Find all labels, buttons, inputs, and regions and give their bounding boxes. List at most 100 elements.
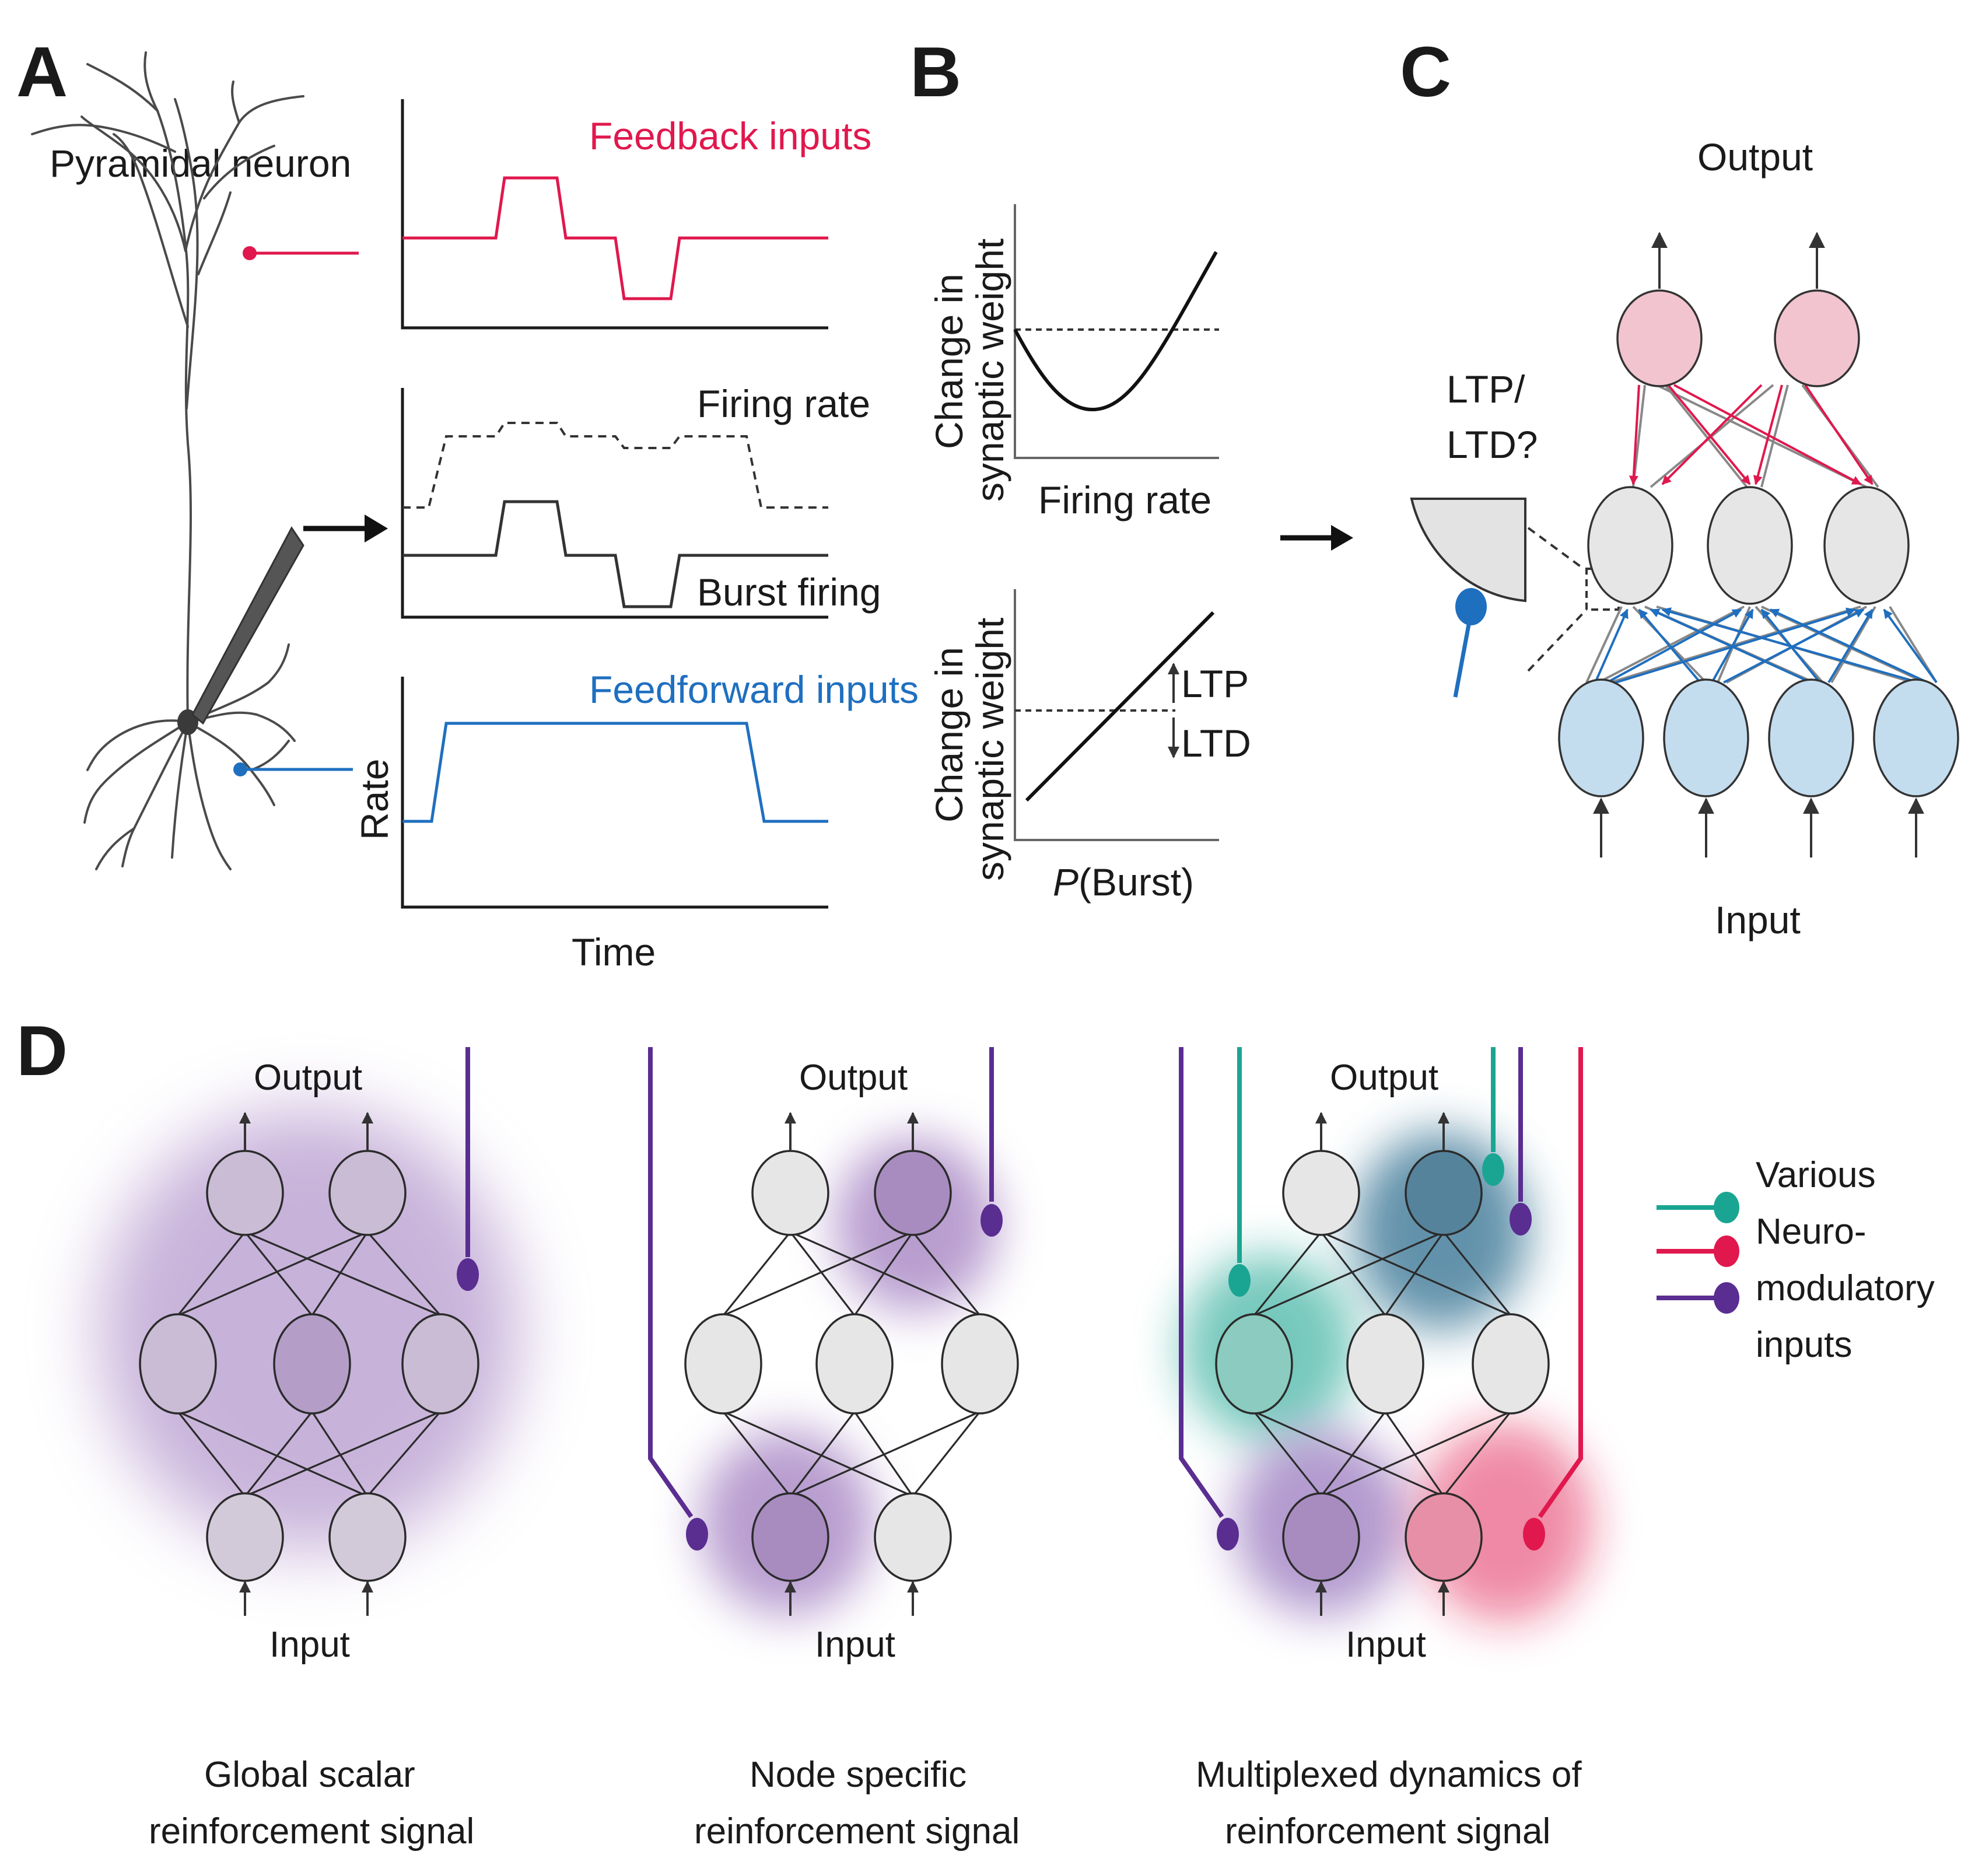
firing-rate-trace xyxy=(402,422,828,509)
d-network-global: Output Input Global scalar reinforcement… xyxy=(139,1047,479,1852)
neuron-label: Pyramidal neuron xyxy=(50,142,351,185)
zoom-dendrite xyxy=(1410,498,1526,603)
d-node xyxy=(139,1313,217,1415)
c-hidden-node xyxy=(1587,486,1673,605)
d-input-label: Input xyxy=(269,1625,350,1665)
c-output-node xyxy=(1774,289,1860,387)
b-top-ylabel-1: Change in xyxy=(927,274,971,449)
zoom-bouton xyxy=(1455,588,1487,625)
feedback-synapse-bouton xyxy=(243,246,257,260)
b-bottom-ylabel-1: Change in xyxy=(927,647,971,822)
d-caption-2b: reinforcement signal xyxy=(694,1811,1020,1852)
b-top-ylabel-2: synaptic weight xyxy=(968,239,1011,502)
zoom-axon xyxy=(1453,618,1472,698)
d-node xyxy=(1215,1313,1293,1415)
b-bottom-axes xyxy=(1014,589,1219,841)
feedback-trace xyxy=(402,176,828,300)
c-edges xyxy=(1585,232,1938,858)
panel-a: A Pyramidal neuron xyxy=(16,32,919,974)
c-input-node xyxy=(1873,678,1959,797)
panel-c-letter: C xyxy=(1400,32,1451,111)
c-output-node xyxy=(1616,289,1703,387)
d-node xyxy=(941,1313,1019,1415)
panel-b: B Change in synaptic weight Firing rate … xyxy=(910,32,1353,904)
c-nodes xyxy=(1558,289,1959,797)
ltp-label: LTP xyxy=(1181,662,1249,705)
d-input-label: Input xyxy=(815,1625,895,1665)
d-node xyxy=(1472,1313,1550,1415)
ltd-label: LTD xyxy=(1181,722,1251,765)
burst-firing-label: Burst firing xyxy=(697,570,881,614)
legend-purple-bouton xyxy=(1714,1282,1739,1314)
d-node xyxy=(751,1492,829,1582)
c-input-node xyxy=(1768,678,1854,797)
b-top-xlabel: Firing rate xyxy=(1038,478,1211,522)
d-caption-3b: reinforcement signal xyxy=(1225,1811,1550,1852)
d-output-label: Output xyxy=(1330,1058,1438,1098)
burst-plasticity-line xyxy=(1025,611,1215,802)
d-node xyxy=(273,1313,351,1415)
d-caption-1a: Global scalar xyxy=(204,1755,415,1795)
panel-a-letter: A xyxy=(16,32,68,111)
d-caption-1b: reinforcement signal xyxy=(149,1811,474,1852)
d-node xyxy=(815,1313,894,1415)
d-node xyxy=(874,1150,952,1236)
c-hidden-node xyxy=(1823,486,1910,605)
ltp-ltd-question-2: LTD? xyxy=(1447,423,1538,466)
d-node xyxy=(328,1150,407,1236)
burst-firing-trace xyxy=(402,500,828,608)
panel-c: C Output Input LTP/ LTD? xyxy=(1400,32,1959,942)
b-bottom-ylabel-2: synaptic weight xyxy=(968,618,1011,881)
rate-axis-label: Rate xyxy=(353,759,396,840)
legend-teal-bouton xyxy=(1714,1192,1739,1223)
feedforward-trace xyxy=(402,722,828,823)
d-node xyxy=(328,1492,407,1582)
d-output-label: Output xyxy=(254,1058,362,1098)
d-node xyxy=(1282,1150,1360,1236)
pyramidal-neuron-drawing xyxy=(31,51,304,870)
d-modulator-bouton xyxy=(1228,1264,1251,1297)
d-modulator-bouton xyxy=(1482,1153,1504,1186)
b-top-axes xyxy=(1014,204,1219,459)
c-hidden-node xyxy=(1707,486,1793,605)
ltp-ltd-question-1: LTP/ xyxy=(1447,368,1525,411)
feedback-trace-label: Feedback inputs xyxy=(589,114,871,158)
d-node xyxy=(874,1492,952,1582)
d-node xyxy=(684,1313,762,1415)
legend-line-2: Neuro- xyxy=(1756,1212,1867,1252)
panel-b-letter: B xyxy=(910,32,961,111)
c-input-label: Input xyxy=(1715,898,1801,942)
d-output-label: Output xyxy=(799,1058,908,1098)
feedforward-synapse-bouton xyxy=(233,762,247,776)
b-bottom-xlabel: P(Burst) xyxy=(1053,860,1194,904)
d-network-node-specific: Output Input Node specific reinforcement… xyxy=(648,1047,1020,1852)
d-caption-3a: Multiplexed dynamics of xyxy=(1196,1755,1582,1795)
bcm-curve xyxy=(1013,251,1218,412)
d-modulator-bouton xyxy=(981,1204,1003,1237)
c-output-label: Output xyxy=(1697,135,1813,178)
c-input-node xyxy=(1558,678,1644,797)
neuromodulator-legend: Various Neuro- modulatory inputs xyxy=(1657,1155,1935,1365)
panel-d: D xyxy=(16,1011,1935,1852)
d-input-label: Input xyxy=(1346,1625,1426,1665)
legend-line-4: inputs xyxy=(1756,1325,1852,1365)
d-modulator-bouton xyxy=(686,1518,708,1550)
time-axis-label: Time xyxy=(572,930,656,974)
d-network-multiplexed: Output Input Multiplexed dynamics of rei… xyxy=(1179,1047,1583,1852)
trace-axes xyxy=(401,99,828,909)
d-modulator-bouton xyxy=(1217,1518,1239,1550)
d-caption-2a: Node specific xyxy=(750,1755,967,1795)
d-node xyxy=(1405,1492,1483,1582)
d-node xyxy=(401,1313,479,1415)
legend-red-bouton xyxy=(1714,1236,1739,1267)
d-node xyxy=(1405,1150,1483,1236)
d-modulator-bouton xyxy=(1523,1518,1545,1550)
zoom-guide-lines xyxy=(1527,527,1588,672)
legend-line-3: modulatory xyxy=(1756,1268,1935,1308)
panel-d-letter: D xyxy=(16,1011,68,1090)
d-node xyxy=(1346,1313,1424,1415)
d-node xyxy=(1282,1492,1360,1582)
d-node xyxy=(751,1150,829,1236)
d-node xyxy=(206,1492,284,1582)
